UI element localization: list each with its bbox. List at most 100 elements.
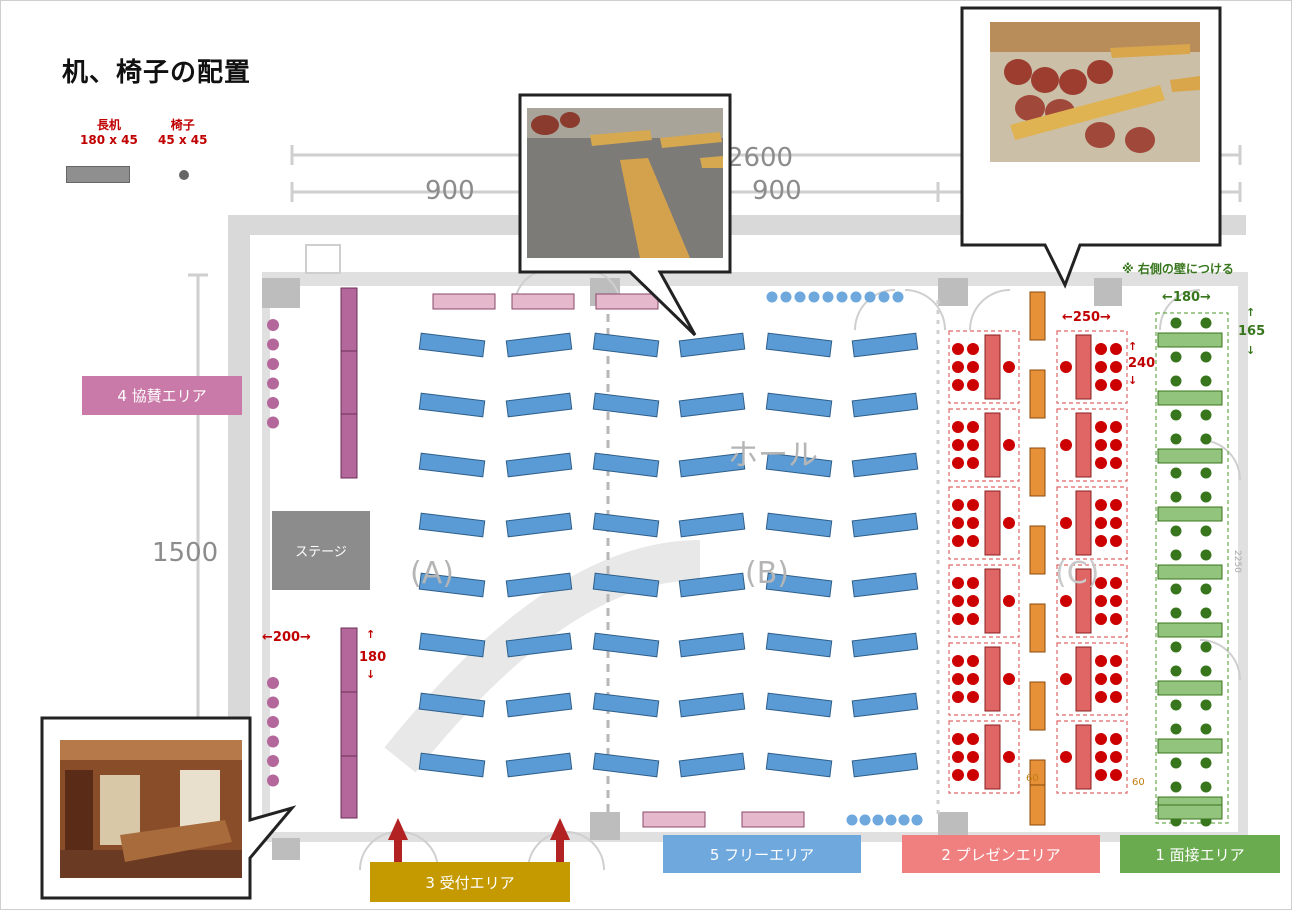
presentation-chair	[952, 751, 964, 763]
free-area-desk	[678, 512, 746, 538]
presentation-booth	[948, 564, 1020, 638]
reception-desk	[432, 293, 496, 310]
free-area-chair	[892, 291, 904, 303]
interview-desk	[1157, 390, 1223, 406]
free-area-chair	[859, 814, 871, 826]
presentation-chair	[1095, 517, 1107, 529]
legend-desk-swatch	[66, 166, 130, 183]
presentation-booth	[948, 720, 1020, 794]
presentation-chair	[1060, 361, 1072, 373]
down-arrow-note: ↓	[1128, 374, 1138, 387]
presentation-chair	[1003, 751, 1015, 763]
presentation-chair	[1110, 769, 1122, 781]
up-arrow-note: ↑	[1128, 340, 1138, 353]
presentation-chair	[1060, 439, 1072, 451]
interview-desk	[1157, 622, 1223, 638]
free-area-chair	[780, 291, 792, 303]
sponsor-chair	[267, 397, 279, 409]
free-area-desk	[678, 752, 746, 778]
free-area-desk	[678, 572, 746, 598]
free-area-desk	[765, 632, 833, 658]
sponsor-width-note: ←200→	[262, 630, 311, 645]
presentation-chair	[1110, 751, 1122, 763]
free-area-desk	[592, 452, 660, 478]
free-area-chair	[872, 814, 884, 826]
free-area-desk	[765, 752, 833, 778]
presentation-chair	[967, 769, 979, 781]
presentation-chair	[967, 535, 979, 547]
free-area-chair	[878, 291, 890, 303]
presentation-chair	[1003, 595, 1015, 607]
presentation-chair	[1095, 655, 1107, 667]
small-room	[305, 244, 341, 274]
free-area-desk	[418, 572, 486, 598]
interview-chair	[1200, 317, 1212, 329]
presentation-desk	[1075, 568, 1092, 634]
presentation-chair	[952, 691, 964, 703]
free-area-chair	[822, 291, 834, 303]
sponsor-chair	[267, 735, 279, 748]
free-area-desk	[851, 632, 919, 658]
free-area-desk	[418, 752, 486, 778]
interview-width-note: ←180→	[1162, 290, 1211, 305]
presentation-chair	[952, 673, 964, 685]
presentation-chair	[952, 613, 964, 625]
free-area-desk	[418, 332, 486, 358]
interview-chair	[1170, 409, 1182, 421]
presentation-chair	[952, 535, 964, 547]
interview-desk	[1157, 680, 1223, 696]
legend-chair-swatch	[179, 170, 189, 180]
presentation-chair	[1095, 769, 1107, 781]
reception-area-label: 3 受付エリア	[370, 862, 570, 902]
presentation-chair	[967, 751, 979, 763]
wall-right-inner	[1238, 272, 1248, 842]
presentation-chair	[1095, 613, 1107, 625]
presentation-chair	[1110, 733, 1122, 745]
presentation-desk	[1075, 646, 1092, 712]
presentation-chair	[1095, 379, 1107, 391]
sponsor-desk-length-note: 180	[359, 650, 387, 665]
interview-desk	[1157, 506, 1223, 522]
presentation-desk	[984, 412, 1001, 478]
free-area-desk	[418, 392, 486, 418]
side-mark: 2250	[1232, 550, 1242, 573]
entry-arrows	[388, 818, 570, 864]
presentation-chair	[967, 457, 979, 469]
presentation-chair	[1060, 595, 1072, 607]
wall-left-inner	[262, 272, 270, 842]
presentation-desk	[1075, 334, 1092, 400]
sponsor-chair	[267, 319, 279, 331]
door-swing	[854, 289, 896, 331]
presentation-chair	[1095, 595, 1107, 607]
interview-desk	[1157, 332, 1223, 348]
page-title: 机、椅子の配置	[62, 58, 252, 88]
presentation-height-note: 240	[1128, 356, 1156, 371]
interview-chair	[1200, 607, 1212, 619]
sponsor-group	[267, 287, 358, 819]
legend-chair-name: 椅子	[170, 118, 195, 132]
free-chairs	[766, 291, 923, 826]
up-arrow-note: ↑	[366, 628, 376, 641]
free-area-desk	[505, 512, 573, 538]
free-area-desk	[851, 752, 919, 778]
interview-chair	[1170, 757, 1182, 769]
free-area-desk	[678, 452, 746, 478]
dim-segment-1: 900	[425, 176, 475, 206]
dim-height: 1500	[152, 538, 219, 568]
divider-desk	[1029, 291, 1046, 341]
interview-height-note: 165	[1238, 324, 1266, 339]
presentation-chair	[952, 517, 964, 529]
sponsor-chair	[267, 677, 279, 689]
down-arrow-note: ↓	[1246, 344, 1256, 357]
interview-area-label: 1 面接エリア	[1120, 835, 1280, 873]
presentation-chair	[952, 577, 964, 589]
free-area-desk	[592, 692, 660, 718]
interview-desk	[1157, 738, 1223, 754]
reception-desk	[642, 811, 706, 828]
free-area-desk	[678, 332, 746, 358]
sponsor-area-label: 4 協賛エリア	[82, 376, 242, 415]
presentation-chair	[1110, 535, 1122, 547]
presentation-booth	[1056, 330, 1128, 404]
sponsor-chair	[267, 358, 279, 370]
presentation-area-label: 2 プレゼンエリア	[902, 835, 1100, 873]
